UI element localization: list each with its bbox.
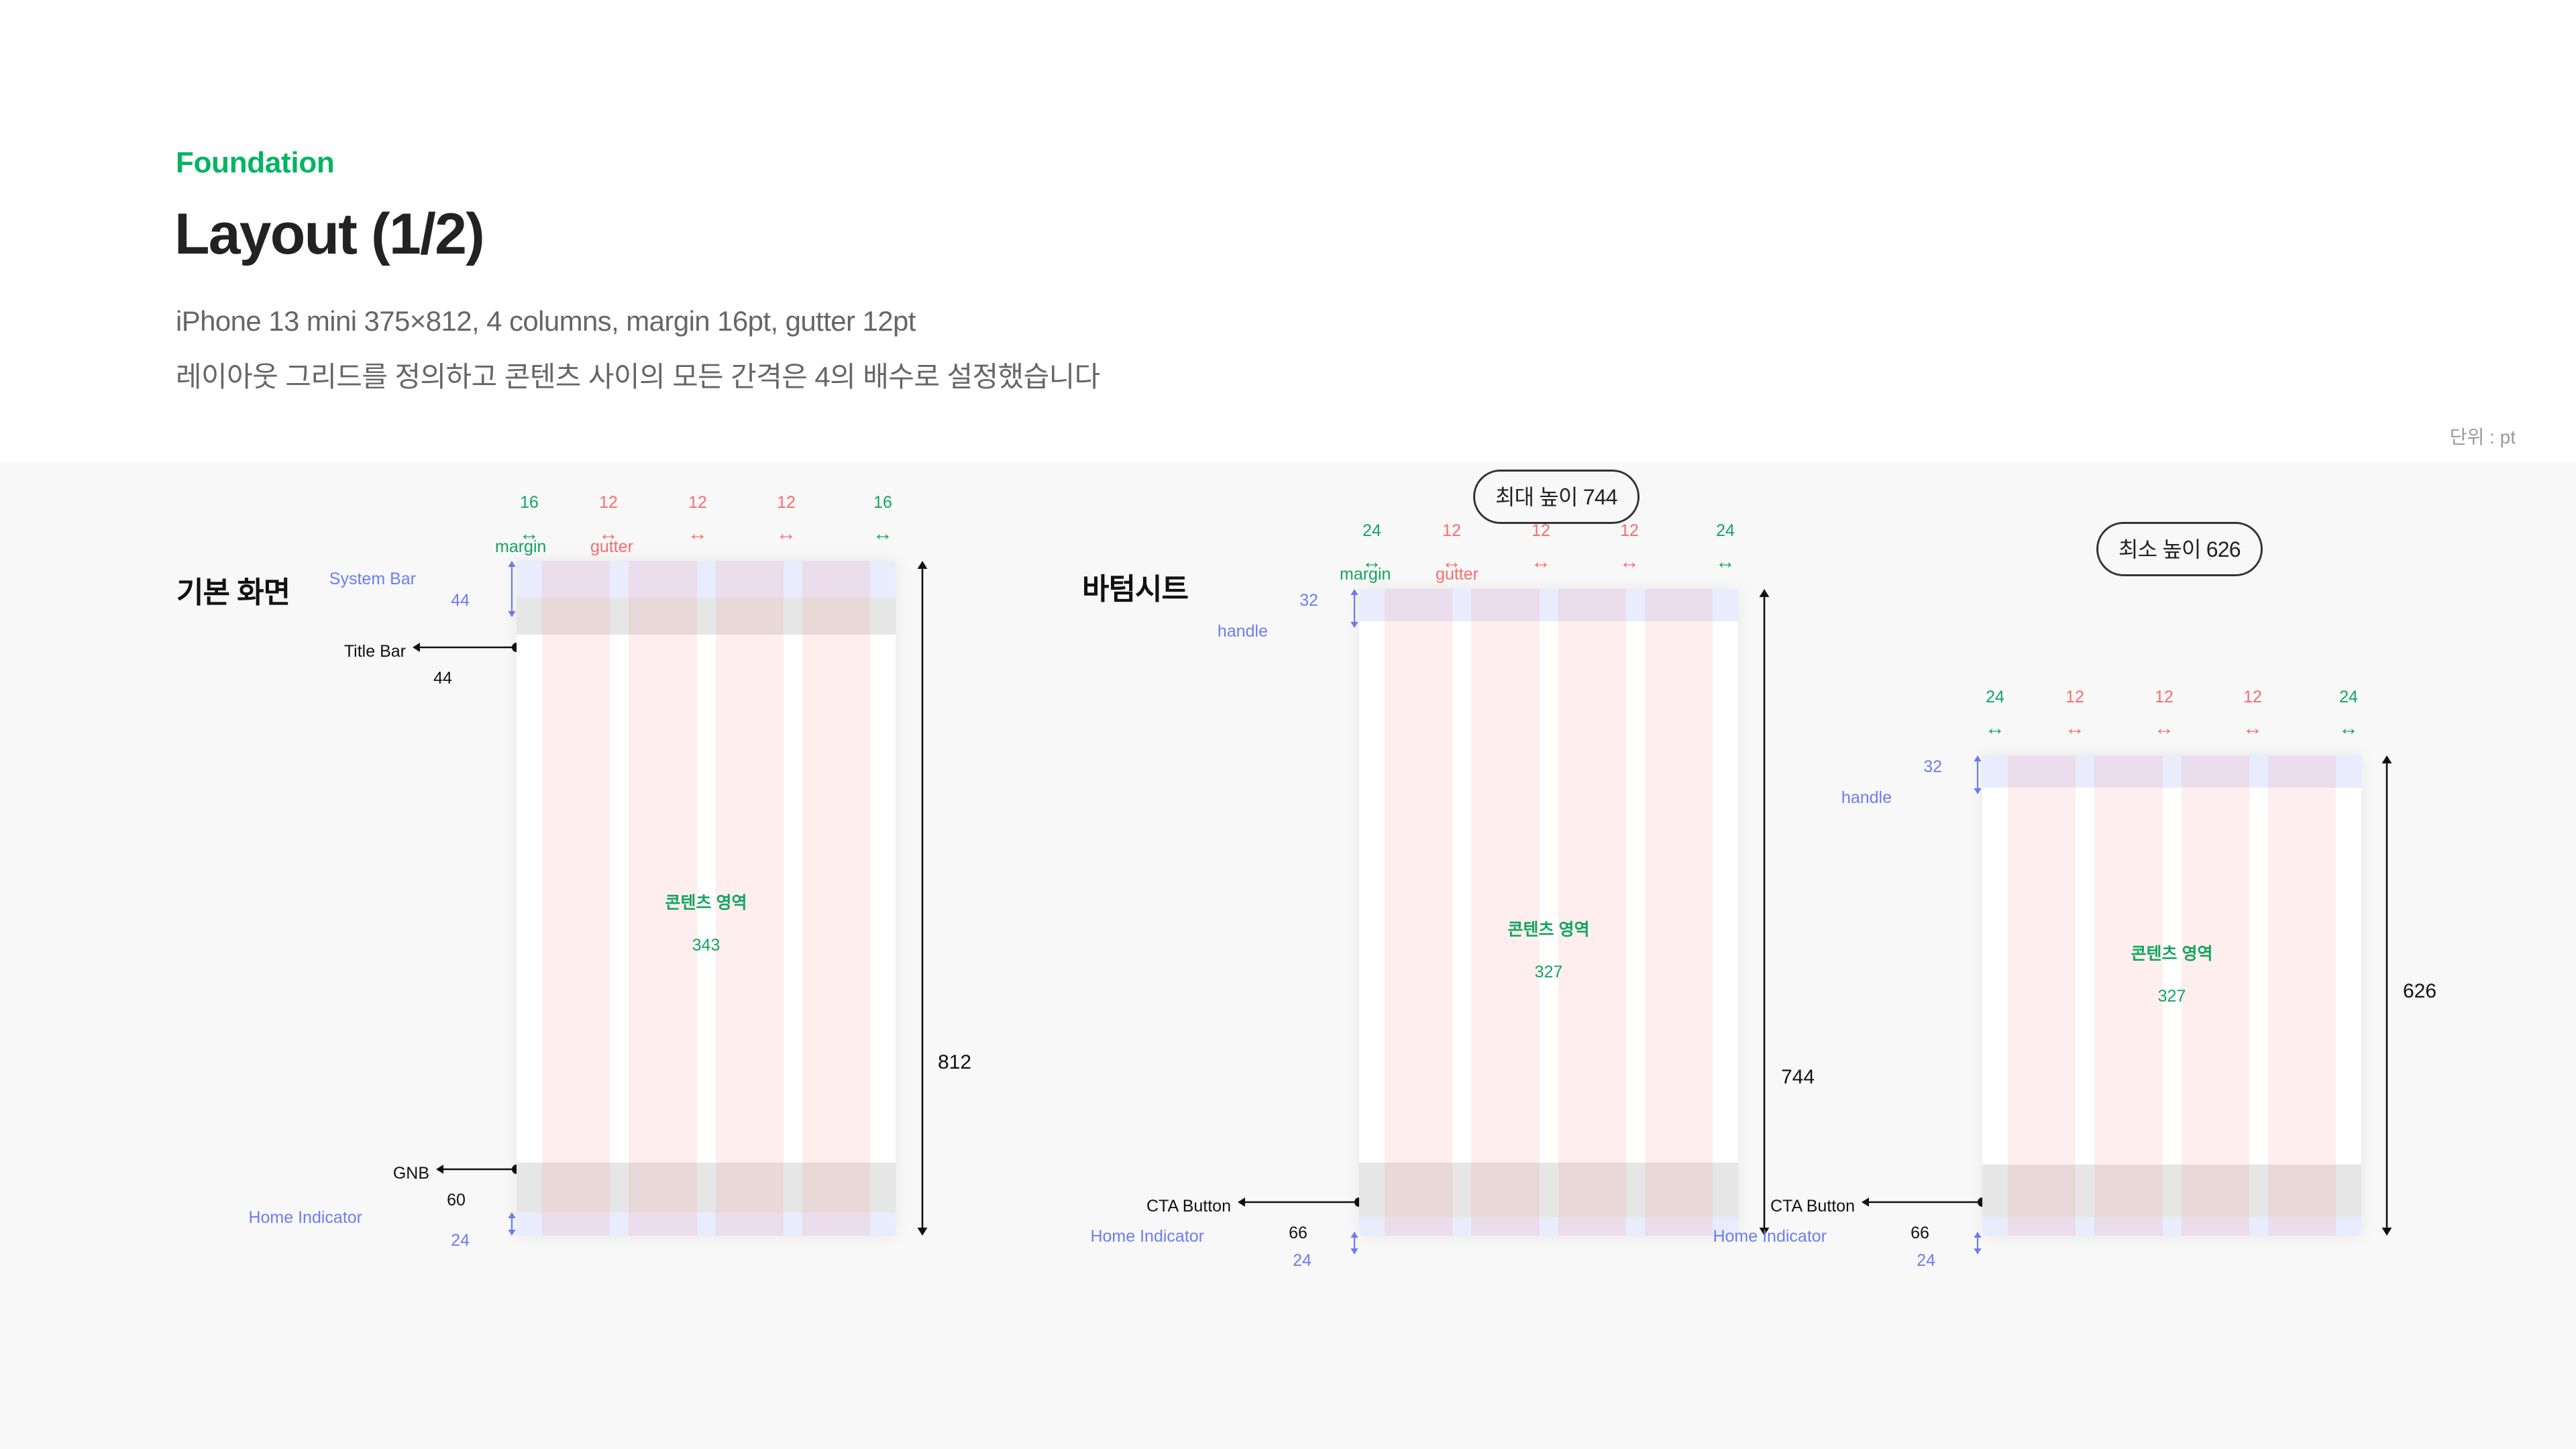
- resize-horizontal-icon: ↔: [519, 523, 539, 545]
- resize-horizontal-icon: ↔: [1985, 717, 2005, 739]
- top-measure-margin-4-bottom-sheet-max: 24: [1716, 521, 1735, 540]
- unit-note: 단위 : pt: [2449, 427, 2516, 447]
- margin-word-label-default-screen: margin: [495, 537, 547, 556]
- annotation-value-cta-button-bottom-sheet-min: 66: [1911, 1224, 1929, 1242]
- annotation-label-gnb-default-screen: GNB: [392, 1164, 429, 1183]
- page-title: Layout (1/2): [174, 202, 485, 266]
- resize-horizontal-icon: ↔: [1442, 551, 1462, 573]
- top-measure-gutter-2-default-screen: 12: [688, 493, 707, 512]
- subtitle-line-1: iPhone 13 mini 375×812, 4 columns, margi…: [176, 305, 916, 337]
- annotation-value-system-bar-default-screen: 44: [451, 591, 470, 610]
- top-measure-margin-0-bottom-sheet-min: 24: [1986, 688, 2004, 706]
- resize-horizontal-icon: ↔: [873, 523, 893, 545]
- band-gnb-default-screen: [517, 1163, 896, 1213]
- annotation-value-cta-button-bottom-sheet-max: 66: [1289, 1224, 1307, 1242]
- grid-column: [1471, 589, 1540, 1236]
- content-area-label-bottom-sheet-min: 콘텐츠 영역: [2131, 945, 2213, 963]
- annotation-value-title-bar-default-screen: 44: [433, 669, 452, 688]
- resize-horizontal-icon: ↔: [2339, 717, 2359, 739]
- band-home-bottom-sheet-max: [1359, 1217, 1738, 1236]
- resize-horizontal-icon: ↔: [1531, 551, 1551, 573]
- band-gnb-bottom-sheet-min: [1982, 1165, 2361, 1217]
- height-badge-bottom-sheet-max: 최대 높이 744: [1473, 470, 1640, 524]
- total-height-value-default-screen: 812: [938, 1051, 972, 1073]
- section-title-default-screen: 기본 화면: [176, 576, 290, 609]
- resize-horizontal-icon: ↔: [1715, 551, 1735, 573]
- height-badge-bottom-sheet-min: 최소 높이 626: [2096, 522, 2263, 576]
- top-measure-gutter-3-default-screen: 12: [777, 493, 796, 512]
- annotation-label-system-bar-default-screen: System Bar: [329, 570, 416, 588]
- resize-horizontal-icon: ↔: [1619, 551, 1640, 573]
- resize-horizontal-icon: ↔: [598, 523, 619, 545]
- subtitle-line-2: 레이아웃 그리드를 정의하고 콘텐츠 사이의 모든 간격은 4의 배수로 설정했…: [176, 361, 1100, 392]
- annotation-value-handle-bottom-sheet-max: 32: [1299, 591, 1318, 610]
- annotation-label-cta-button-bottom-sheet-min: CTA Button: [1770, 1197, 1855, 1216]
- annotation-label-home-indicator-default-screen: Home Indicator: [248, 1208, 362, 1227]
- annotation-value-gnb-default-screen: 60: [447, 1191, 466, 1210]
- annotation-label-handle-bottom-sheet-max: handle: [1217, 622, 1268, 641]
- content-area-value-bottom-sheet-min: 327: [2157, 987, 2186, 1006]
- annotation-label-handle-bottom-sheet-min: handle: [1841, 788, 1892, 807]
- resize-horizontal-icon: ↔: [1362, 551, 1382, 573]
- top-measure-gutter-1-bottom-sheet-max: 12: [1442, 521, 1461, 540]
- top-measure-gutter-1-default-screen: 12: [599, 493, 618, 512]
- resize-horizontal-icon: ↔: [2243, 717, 2263, 739]
- annotation-label-cta-button-bottom-sheet-max: CTA Button: [1146, 1197, 1231, 1216]
- content-area-value-bottom-sheet-max: 327: [1534, 963, 1563, 981]
- band-home-default-screen: [517, 1213, 896, 1236]
- band-handle-bottom-sheet-max: [1359, 589, 1738, 621]
- annotation-value-handle-bottom-sheet-min: 32: [1923, 757, 1942, 776]
- top-measure-gutter-3-bottom-sheet-min: 12: [2243, 688, 2262, 706]
- annotation-value-home-indicator-bottom-sheet-min: 24: [1917, 1251, 1935, 1270]
- margin-word-label-bottom-sheet-max: margin: [1340, 565, 1391, 584]
- annotation-label-title-bar-default-screen: Title Bar: [343, 642, 406, 661]
- total-height-value-bottom-sheet-max: 744: [1781, 1066, 1815, 1088]
- top-measure-gutter-1-bottom-sheet-min: 12: [2065, 688, 2084, 706]
- top-measure-margin-4-default-screen: 16: [873, 493, 892, 512]
- annotation-value-home-indicator-default-screen: 24: [451, 1231, 470, 1250]
- gutter-word-label-default-screen: gutter: [590, 537, 633, 556]
- resize-horizontal-icon: ↔: [2065, 717, 2085, 739]
- diagram-canvas: 기본 화면 margin gutter 16 ↔ 12 ↔ 12 ↔ 12 ↔ 16 ↔ System B…: [0, 463, 2576, 1449]
- top-measure-gutter-3-bottom-sheet-max: 12: [1620, 521, 1639, 540]
- annotation-label-home-indicator-bottom-sheet-max: Home Indicator: [1090, 1227, 1204, 1246]
- gutter-word-label-bottom-sheet-max: gutter: [1436, 565, 1479, 584]
- grid-column: [1644, 589, 1713, 1236]
- grid-column: [1385, 589, 1453, 1236]
- top-measure-margin-0-default-screen: 16: [520, 493, 539, 512]
- grid-column: [1558, 589, 1626, 1236]
- content-area-value-default-screen: 343: [692, 936, 720, 955]
- band-gnb-bottom-sheet-max: [1359, 1163, 1738, 1217]
- section-title-bottom-sheet-max: 바텀시트: [1082, 573, 1189, 606]
- annotation-value-home-indicator-bottom-sheet-max: 24: [1293, 1251, 1311, 1270]
- resize-horizontal-icon: ↔: [776, 523, 796, 545]
- top-measure-margin-4-bottom-sheet-min: 24: [2339, 688, 2358, 706]
- band-titlebar-default-screen: [517, 598, 896, 635]
- column-overlay-bottom-sheet-max: [1359, 589, 1738, 1236]
- top-measure-gutter-2-bottom-sheet-min: 12: [2155, 688, 2174, 706]
- content-area-label-bottom-sheet-max: 콘텐츠 영역: [1507, 920, 1590, 939]
- page-header: Foundation Layout (1/2) iPhone 13 mini 3…: [0, 0, 2576, 463]
- annotation-label-home-indicator-bottom-sheet-min: Home Indicator: [1713, 1227, 1827, 1246]
- content-area-label-default-screen: 콘텐츠 영역: [665, 894, 747, 912]
- eyebrow-label: Foundation: [176, 146, 335, 179]
- band-home-bottom-sheet-min: [1982, 1217, 2361, 1236]
- phone-frame-bottom-sheet-max: [1359, 589, 1738, 1236]
- band-system-default-screen: [517, 561, 896, 598]
- total-height-value-bottom-sheet-min: 626: [2403, 980, 2437, 1002]
- band-handle-bottom-sheet-min: [1982, 755, 2361, 788]
- top-measure-margin-0-bottom-sheet-max: 24: [1362, 521, 1381, 540]
- resize-horizontal-icon: ↔: [2154, 717, 2174, 739]
- top-measure-gutter-2-bottom-sheet-max: 12: [1532, 521, 1550, 540]
- resize-horizontal-icon: ↔: [688, 523, 708, 545]
